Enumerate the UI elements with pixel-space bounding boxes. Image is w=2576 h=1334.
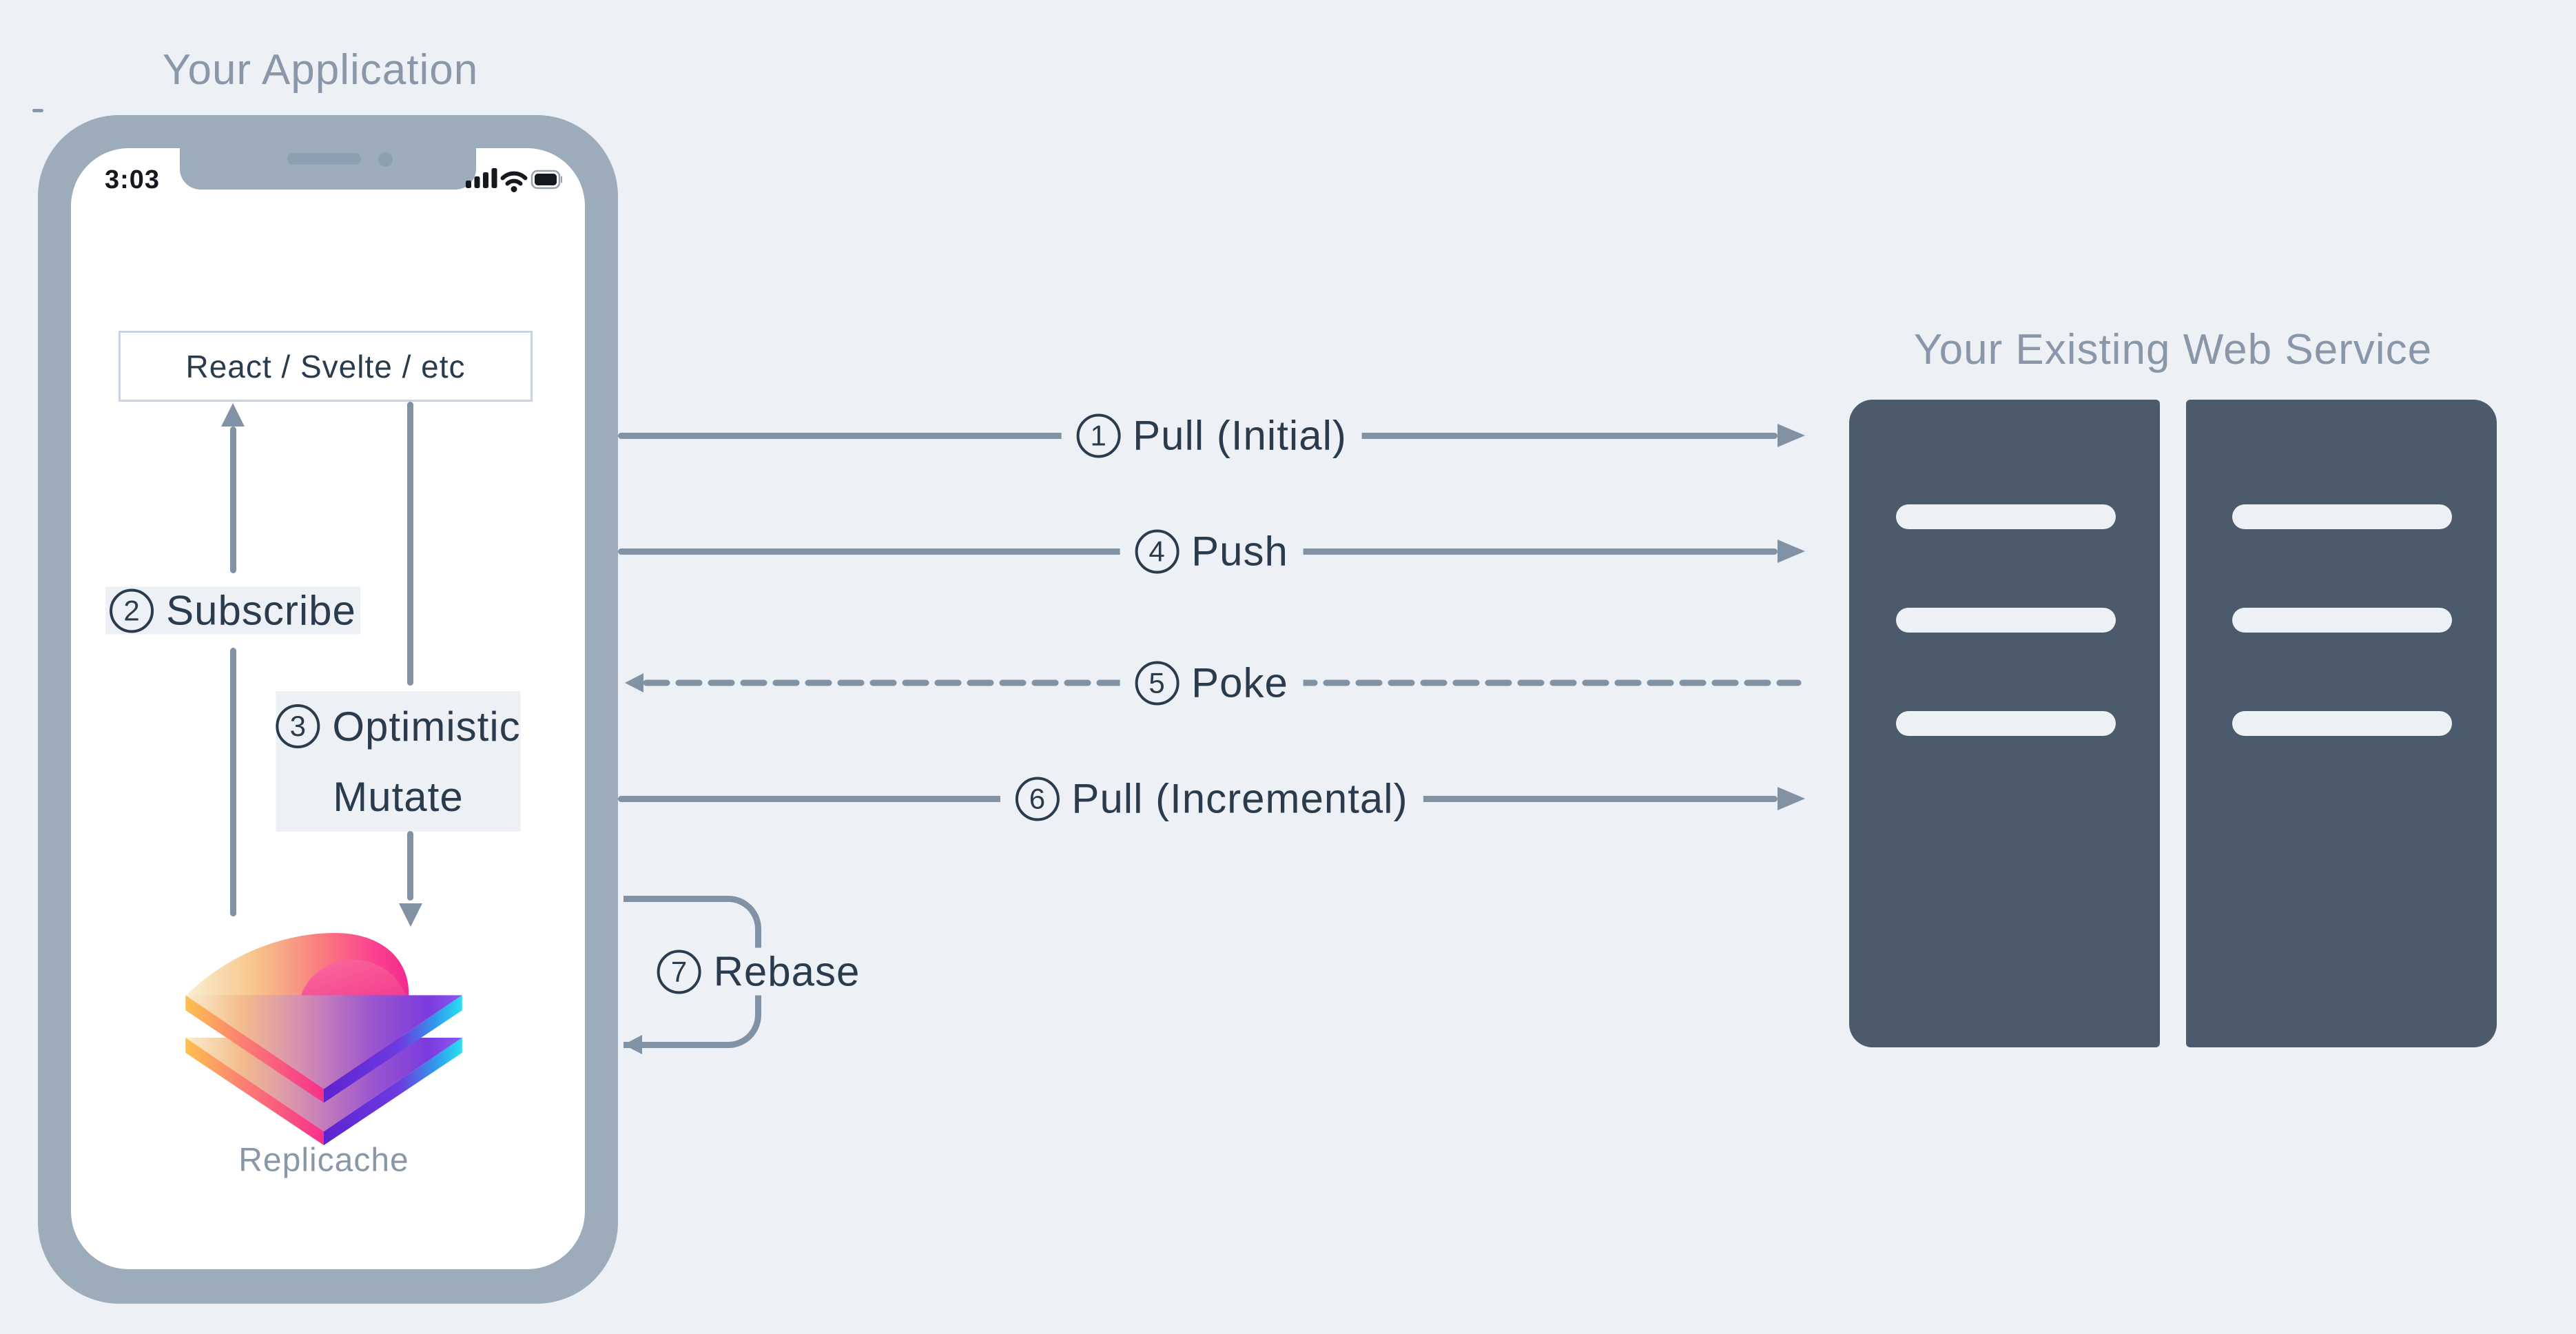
subscribe-label: 2 Subscribe [105, 586, 360, 635]
server-slot [2232, 608, 2452, 633]
step-number-badge: 1 [1076, 413, 1121, 458]
signal-icon [466, 168, 497, 188]
arrowhead-right-icon [1778, 540, 1805, 563]
logo-caption: Replicache [238, 1142, 409, 1179]
step-number-badge: 2 [110, 588, 154, 633]
status-bar-clock: 3:03 [104, 165, 161, 194]
app-title: Your Application [162, 46, 479, 94]
mutate-arrowhead-down-icon [399, 903, 422, 927]
subscribe-line-upper [230, 427, 236, 573]
phone-speaker-icon [287, 153, 361, 165]
flow-label: 1 Pull (Initial) [1061, 411, 1362, 460]
server-tower [2186, 400, 2497, 1047]
subscribe-arrowhead-up-icon [221, 403, 245, 427]
server-slot [2232, 711, 2452, 736]
rebase-label: 7 Rebase [641, 947, 876, 996]
server-slot [1896, 504, 2116, 529]
step-number-badge: 4 [1135, 529, 1179, 573]
framework-box: React / Svelte / etc [119, 331, 533, 402]
step-number-badge: 3 [276, 704, 320, 748]
step-number-badge: 5 [1135, 661, 1179, 705]
optimistic-mutate-label: 3 Optimistic Mutate [276, 691, 521, 832]
flow-label: 6 Pull (Incremental) [1000, 774, 1423, 823]
battery-icon [530, 170, 562, 189]
mutate-line-upper [407, 402, 413, 686]
server-slot [1896, 608, 2116, 633]
subscribe-line-lower [230, 648, 236, 916]
flow-label: 5 Poke [1120, 659, 1304, 707]
arrowhead-left-icon [624, 1035, 642, 1054]
server-tower [1849, 400, 2160, 1047]
web-service-title: Your Existing Web Service [1913, 326, 2433, 373]
arrowhead-left-icon [625, 673, 643, 692]
phone-camera-icon [378, 152, 393, 167]
flow-label: 4 Push [1120, 527, 1304, 575]
server-slot [2232, 504, 2452, 529]
server-slot [1896, 711, 2116, 736]
step-number-badge: 7 [657, 950, 701, 994]
step-number-badge: 6 [1015, 777, 1060, 821]
arrowhead-right-icon [1778, 787, 1805, 810]
stray-dash-artifact [32, 109, 43, 112]
wifi-icon [500, 171, 528, 192]
dashed-flow-line [643, 679, 1802, 686]
status-bar-icons [466, 168, 562, 192]
arrowhead-right-icon [1778, 424, 1805, 447]
mutate-line-lower [407, 831, 413, 901]
replicache-logo-icon [185, 932, 462, 1146]
